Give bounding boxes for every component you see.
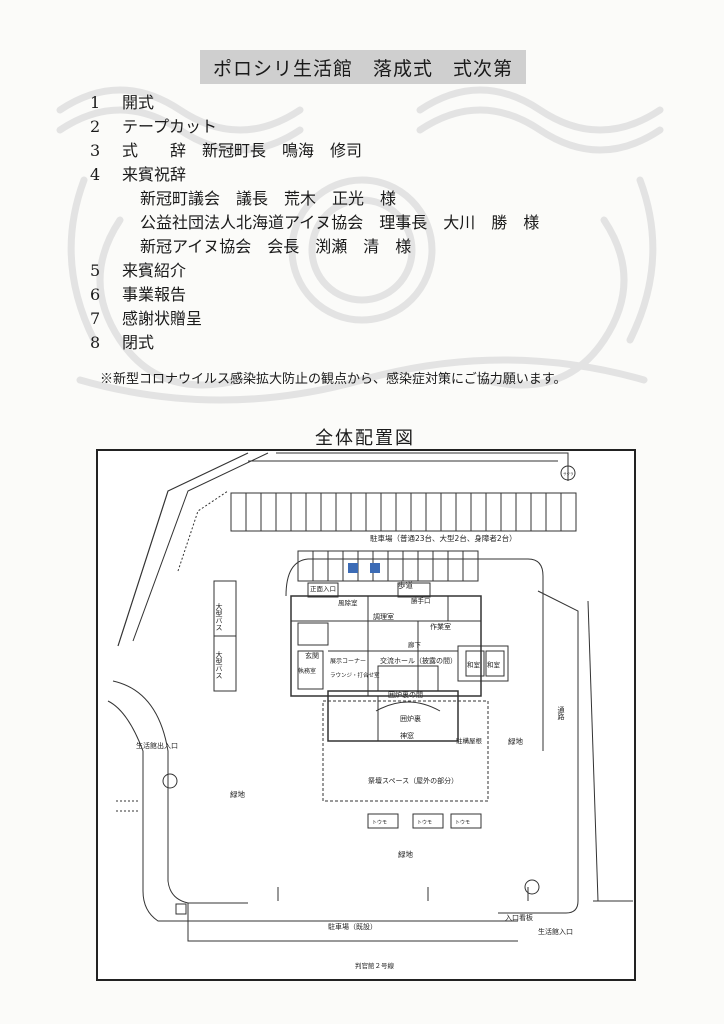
label-side-entrance: 勝手口 xyxy=(411,596,431,605)
label-office: 執務室 xyxy=(298,667,316,675)
label-green-2: 緑地 xyxy=(398,849,413,859)
label-bus-1: 大型バス xyxy=(215,602,223,631)
label-exhibit: 展示コーナー xyxy=(330,658,366,665)
covid-note: ※新型コロナウイルス感染拡大防止の観点から、感染症対策にご協力願います。 xyxy=(100,372,567,387)
site-plan-drawing: 駐車場（普通23台、大型2台、身障者2台） 大型バス 大型バス 歩道 正面入口 … xyxy=(107,452,633,970)
label-exit-left: 生活館出入口 xyxy=(136,741,178,750)
document-title: ポロシリ生活館 落成式 式次第 xyxy=(200,50,526,84)
label-parking-bottom: 駐車場（既設） xyxy=(328,922,377,931)
label-walkway: 歩道 xyxy=(398,580,413,590)
label-lounge: ラウンジ・打合せ室 xyxy=(330,671,380,679)
label-green-1: 緑地 xyxy=(230,789,245,799)
label-entry-hall: 玄関 xyxy=(305,651,319,660)
label-ritual-space: 祭壇スペース（屋外の部分） xyxy=(368,776,458,785)
label-parking-top: 駐車場（普通23台、大型2台、身障者2台） xyxy=(370,533,517,543)
label-toilet-2: トウモ xyxy=(417,819,432,826)
label-entrance-sign: 入口看板 xyxy=(505,913,533,922)
label-kamimado: 神窓 xyxy=(400,731,414,740)
label-exchange-hall: 交流ホール（披露の間） xyxy=(380,656,457,665)
label-road-bottom: 判官館２号線 xyxy=(355,961,395,970)
label-toilet-3: トウモ xyxy=(455,819,470,826)
label-wind-room: 風除室 xyxy=(338,598,358,607)
label-washitsu-1: 和室 xyxy=(467,660,481,669)
label-roof: 駐構屋根 xyxy=(456,736,483,745)
label-entrance-right: 生活館入口 xyxy=(538,927,573,936)
label-kitchen: 調理室 xyxy=(373,612,394,621)
map-title: 全体配置図 xyxy=(315,428,415,449)
label-road-side: 通路 xyxy=(557,705,565,721)
ainu-pattern-watermark xyxy=(56,86,664,404)
site-layout-map: 駐車場（普通23台、大型2台、身障者2台） 大型バス 大型バス 歩道 正面入口 … xyxy=(96,449,636,981)
label-corridor: 廊下 xyxy=(408,640,422,649)
label-toilet-1: トウモ xyxy=(372,819,387,826)
label-work-room: 作業室 xyxy=(430,622,451,631)
label-tree: サクラ xyxy=(563,471,574,476)
label-washitsu-2: 和室 xyxy=(487,660,501,669)
label-main-entrance: 正面入口 xyxy=(310,585,336,593)
label-irori: 囲炉裏 xyxy=(400,714,421,723)
label-green-3: 緑地 xyxy=(508,736,523,746)
label-bus-2: 大型バス xyxy=(215,650,223,679)
label-irori-room: 囲炉裏の間 xyxy=(388,690,423,699)
